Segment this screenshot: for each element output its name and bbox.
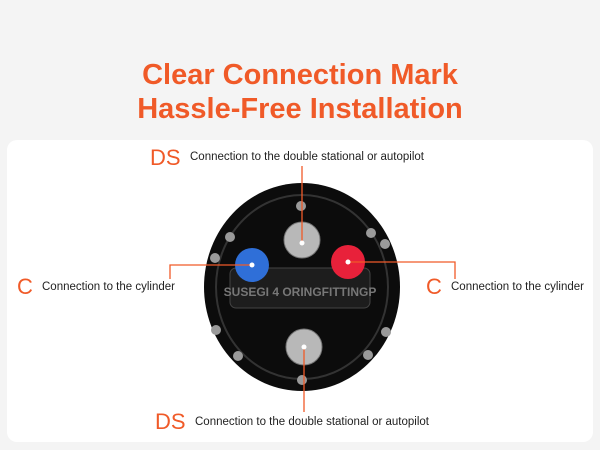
bottom-port-code: DS (155, 409, 186, 434)
top-port-code: DS (150, 145, 181, 170)
right-port-code: C (426, 274, 442, 299)
bolts (210, 201, 391, 385)
svg-text:SUSEGI 4 ORINGFITTINGP: SUSEGI 4 ORINGFITTINGP (224, 285, 377, 299)
headline-line-2: Hassle-Free Installation (137, 93, 463, 125)
top-port-description: Connection to the double stational or au… (190, 151, 424, 163)
left-port-description: Connection to the cylinder (42, 281, 175, 293)
headline-line-1: Clear Connection Mark (142, 59, 458, 91)
right-port-description: Connection to the cylinder (451, 281, 584, 293)
left-port-code: C (17, 274, 33, 299)
leader-lines (169, 166, 456, 412)
bottom-port-description: Connection to the double stational or au… (195, 416, 429, 428)
